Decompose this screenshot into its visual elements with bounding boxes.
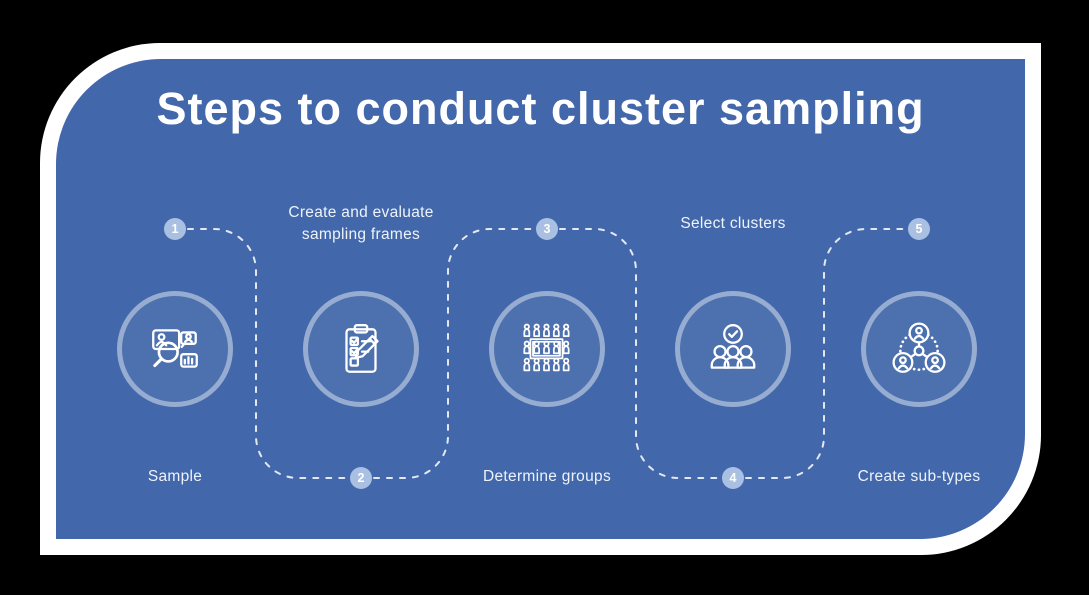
step-number-badge: 2 (350, 467, 372, 489)
step-icon-circle (303, 291, 419, 407)
step-number-badge: 3 (536, 218, 558, 240)
people-grid-icon (523, 323, 570, 372)
clipboard-checklist-icon (345, 324, 379, 373)
step-4: 4 Select clusters (640, 59, 826, 539)
step-number-badge: 4 (722, 467, 744, 489)
infographic-panel: Steps to conduct cluster sampling 1 (56, 59, 1025, 539)
step-number-badge: 1 (164, 218, 186, 240)
step-label: Create sub-types (857, 468, 981, 485)
step-1: 1 Sample (82, 59, 268, 539)
cluster-network-icon (892, 322, 946, 373)
step-label: Determine groups (483, 468, 611, 485)
page-title: Steps to conduct cluster sampling (156, 83, 925, 134)
step-label: Create and evaluate sampling frames (288, 204, 434, 243)
card-frame: Steps to conduct cluster sampling 1 (40, 43, 1041, 555)
step-label: Sample (147, 468, 203, 485)
step-icon-circle (861, 291, 977, 407)
step-2: 2 Create (268, 59, 454, 539)
step-3: 3 (454, 59, 640, 539)
step-5: 5 (826, 59, 1012, 539)
step-icon-circle (117, 291, 233, 407)
sample-search-icon (152, 329, 198, 368)
step-label: Select clusters (680, 215, 786, 232)
group-check-icon (710, 324, 756, 369)
step-number-badge: 5 (908, 218, 930, 240)
step-icon-circle (489, 291, 605, 407)
step-icon-circle (675, 291, 791, 407)
